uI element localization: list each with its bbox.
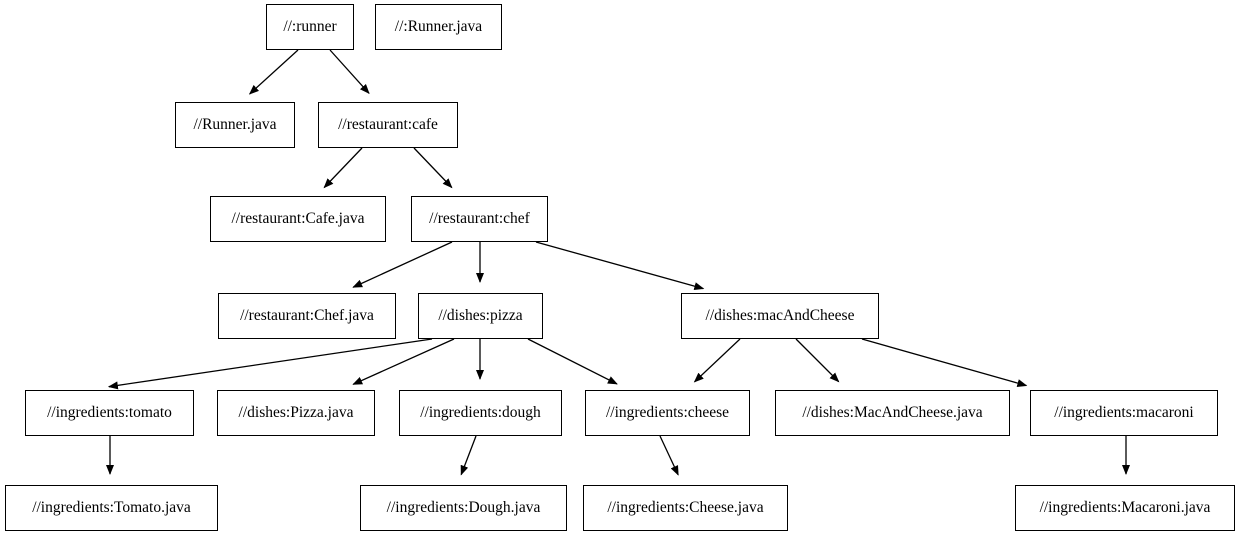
graph-node-runner_java[interactable]: //Runner.java [175,102,295,148]
graph-node-ing_tomato_java[interactable]: //ingredients:Tomato.java [5,485,218,531]
graph-edge-runner-to-runner_java [248,49,299,95]
graph-node-label: //:runner [283,18,337,36]
graph-node-restaurant_chef[interactable]: //restaurant:chef [411,196,548,242]
graph-node-dishes_pizza_java[interactable]: //dishes:Pizza.java [217,390,375,436]
graph-edge-restaurant_cafe-to-restaurant_chef [413,147,453,189]
graph-node-restaurant_chef_java[interactable]: //restaurant:Chef.java [218,293,396,339]
graph-edge-dishes_macandcheese-to-ing_cheese [693,338,741,383]
graph-node-dishes_mac_java[interactable]: //dishes:MacAndCheese.java [775,390,1010,436]
graph-edge-restaurant_cafe-to-restaurant_cafe_java [323,147,363,189]
graph-node-label: //ingredients:cheese [605,404,730,422]
graph-edge-runner-to-restaurant_cafe [329,49,370,95]
graph-node-label: //restaurant:cafe [338,116,438,134]
graph-node-label: //ingredients:Cheese.java [607,499,764,517]
graph-node-ing_cheese[interactable]: //ingredients:cheese [585,390,750,436]
graph-edge-ing_cheese-to-ing_cheese_java [659,435,679,476]
graph-node-label: //ingredients:macaroni [1054,404,1194,422]
graph-node-ing_cheese_java[interactable]: //ingredients:Cheese.java [583,485,788,531]
graph-node-restaurant_cafe[interactable]: //restaurant:cafe [318,102,458,148]
graph-node-label: //restaurant:chef [429,210,530,228]
graph-node-dishes_macandcheese[interactable]: //dishes:macAndCheese [681,293,879,339]
graph-node-label: //restaurant:Chef.java [240,307,374,325]
graph-edge-restaurant_chef-to-dishes_macandcheese [535,241,705,291]
graph-node-label: //dishes:macAndCheese [705,307,855,325]
graph-node-label: //restaurant:Cafe.java [231,210,365,228]
graph-node-label: //ingredients:Tomato.java [32,499,191,517]
graph-node-label: //ingredients:tomato [47,404,172,422]
graph-node-label: //dishes:pizza [438,307,523,325]
graph-node-label: //ingredients:Dough.java [386,499,541,517]
graph-node-label: //Runner.java [193,116,277,134]
graph-edge-ing_dough-to-ing_dough_java [460,435,477,476]
graph-node-ing_dough[interactable]: //ingredients:dough [399,390,562,436]
graph-edge-dishes_macandcheese-to-dishes_mac_java [795,338,840,383]
graph-node-root_runner_java[interactable]: //:Runner.java [375,4,502,50]
graph-node-ing_tomato[interactable]: //ingredients:tomato [25,390,194,436]
graph-node-dishes_pizza[interactable]: //dishes:pizza [418,293,543,339]
graph-node-label: //ingredients:dough [420,404,541,422]
graph-node-label: //:Runner.java [394,18,483,36]
graph-edge-dishes_pizza-to-dishes_pizza_java [352,338,455,385]
graph-node-restaurant_cafe_java[interactable]: //restaurant:Cafe.java [210,196,386,242]
graph-node-label: //ingredients:Macaroni.java [1039,499,1211,517]
graph-node-ing_macaroni_java[interactable]: //ingredients:Macaroni.java [1015,485,1235,531]
graph-node-label: //dishes:Pizza.java [238,404,354,422]
graph-edge-dishes_pizza-to-ing_tomato [107,338,433,390]
graph-node-ing_dough_java[interactable]: //ingredients:Dough.java [360,485,567,531]
graph-node-label: //dishes:MacAndCheese.java [802,404,983,422]
graph-edge-restaurant_chef-to-restaurant_chef_java [352,241,453,288]
graph-edge-dishes_pizza-to-ing_cheese [527,338,618,385]
graph-node-ing_macaroni[interactable]: //ingredients:macaroni [1030,390,1218,436]
graph-node-runner[interactable]: //:runner [266,4,354,50]
graph-edge-dishes_macandcheese-to-ing_macaroni [861,338,1028,387]
